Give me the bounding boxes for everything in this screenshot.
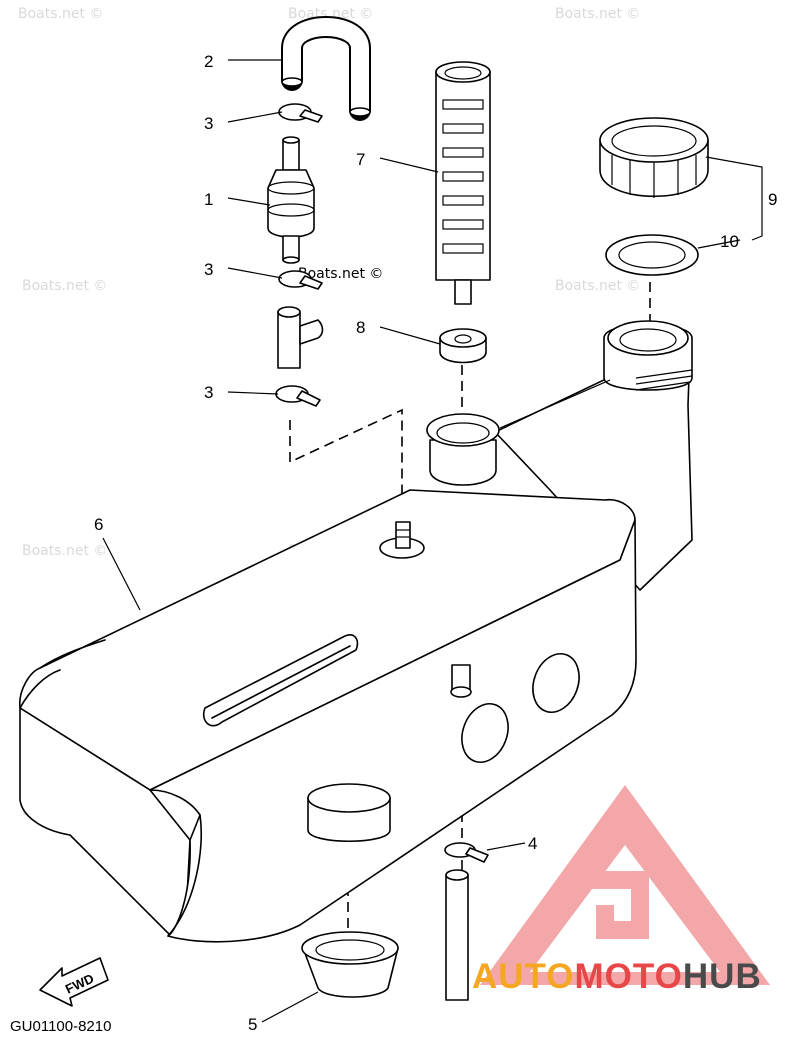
callout-1: 1 [204,190,213,209]
part-4-hose [445,869,469,1001]
callout-7: 7 [356,150,365,169]
callout-3: 3 [204,114,213,133]
watermark: Boats.net © [555,278,640,294]
part-3-clamp [278,270,323,290]
callout-3: 3 [204,383,213,402]
part-2-hose [281,16,371,121]
callout-6: 6 [94,515,103,534]
brand-part-hub: HUB [683,957,762,996]
part-10-gasket [605,234,699,276]
watermark: Boats.net © [555,6,640,22]
part-3-clamp [278,103,323,123]
automotohub-logo [480,785,770,985]
brand-part-auto: AUTO [472,957,575,996]
watermark: Boats.net © [18,6,103,22]
leader-lines [102,59,763,1023]
part-4-clamp [444,842,489,863]
brand-wordmark: AUTOMOTOHUB [472,957,762,996]
watermark-overlay: Boats.net © [298,266,383,282]
callout-10: 10 [720,232,739,251]
callout-3: 3 [204,260,213,279]
diagram-code: GU01100-8210 [10,1018,111,1035]
svg-text:AUTOMOTOHUB: AUTOMOTOHUB [472,957,762,996]
callout-9: 9 [768,190,777,209]
callout-8: 8 [356,318,365,337]
part-9-tank-cap [599,117,709,198]
callout-2: 2 [204,52,213,71]
watermark: Boats.net © [22,543,107,559]
watermark: Boats.net © [22,278,107,294]
fuel-tank [19,320,693,943]
part-8-grommet [439,328,487,364]
part-5-cap [301,931,399,998]
brand-part-moto: MOTO [575,957,683,996]
part-7-strainer [435,61,491,305]
part-3-clamp [275,385,321,407]
hose-joint [277,306,324,369]
part-1-fuel-filter [267,136,315,264]
fwd-arrow: FWD [39,957,109,1007]
callout-5: 5 [248,1015,257,1034]
callout-4: 4 [528,834,537,853]
callouts: 2 3 1 3 3 7 8 9 10 6 4 5 [94,52,777,1034]
tank-outlet-nipple [450,664,472,698]
